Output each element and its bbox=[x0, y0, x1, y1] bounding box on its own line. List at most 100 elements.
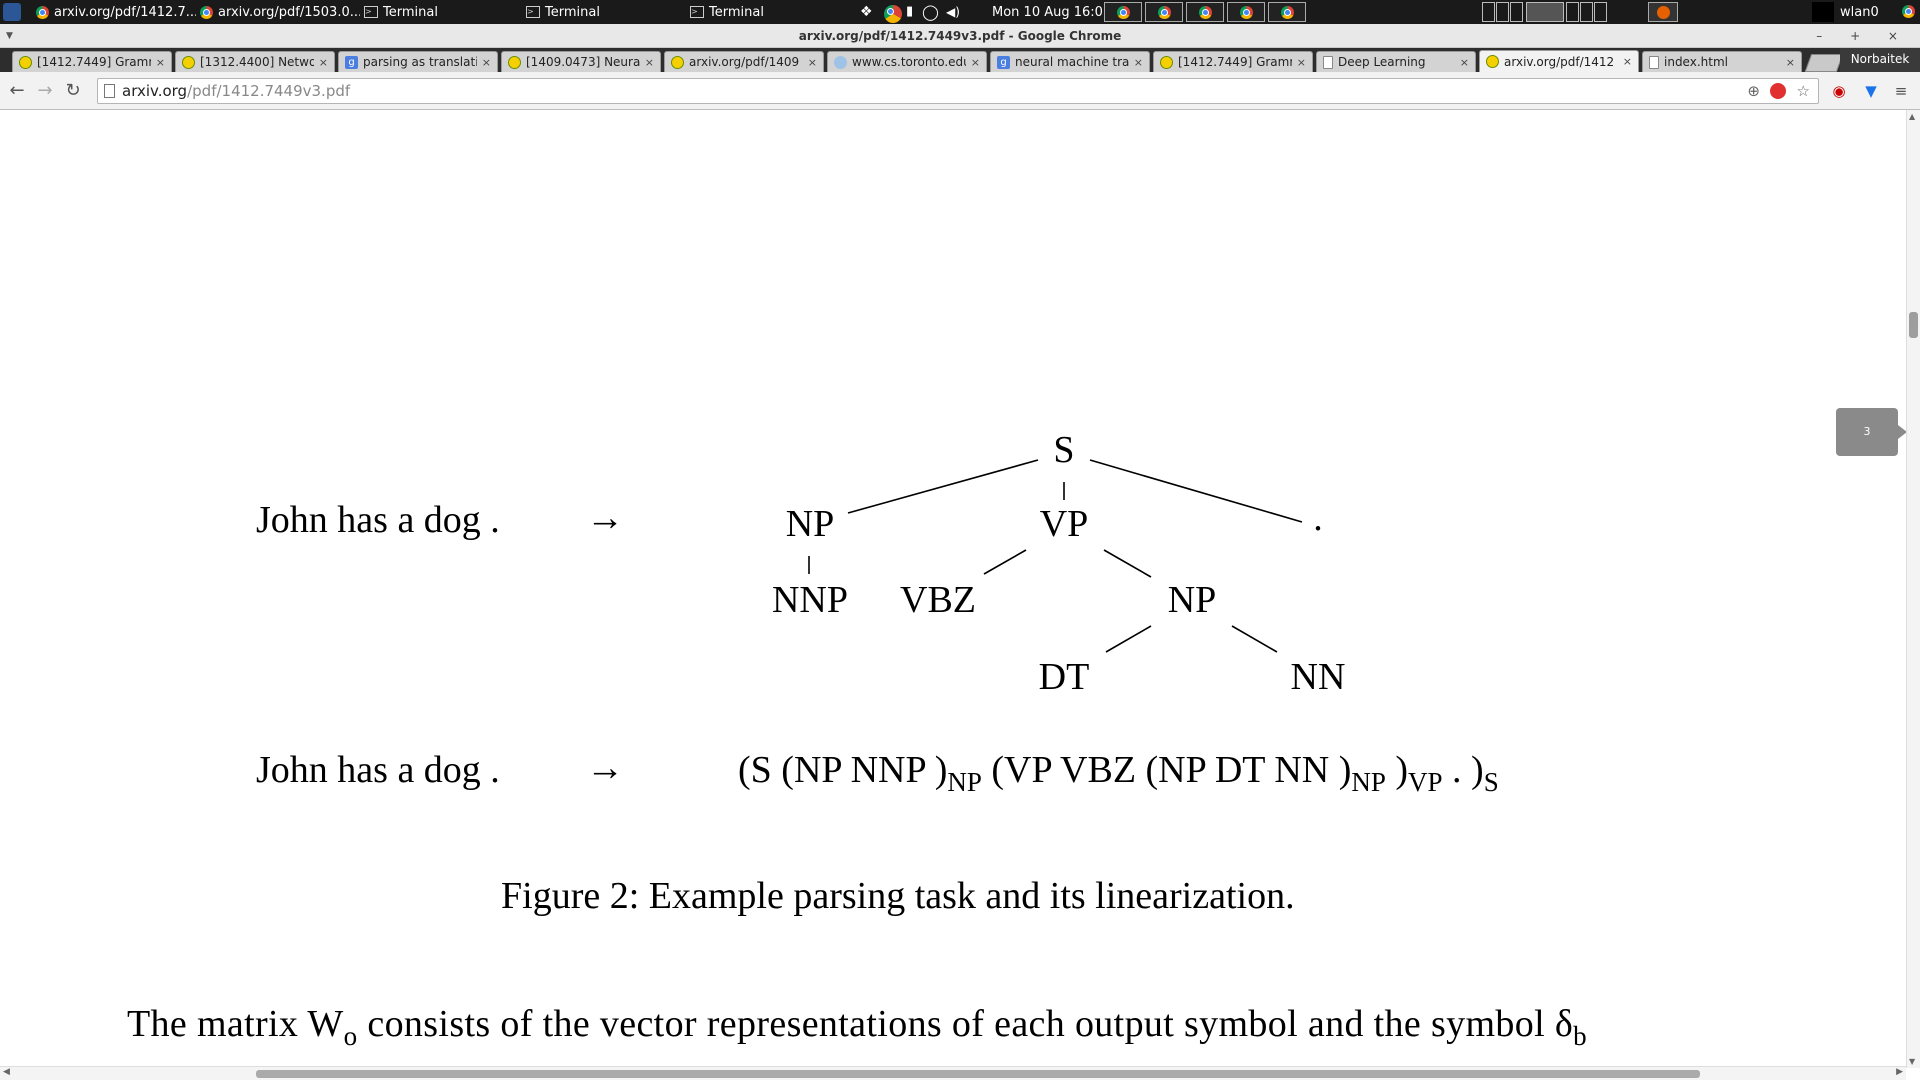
workspace-6[interactable] bbox=[1580, 2, 1593, 22]
taskbar-item-chrome-2[interactable]: arxiv.org/pdf/1503.0... bbox=[200, 0, 360, 24]
edge-vp-vbz bbox=[983, 549, 1027, 575]
taskbar-item-chrome-1[interactable]: arxiv.org/pdf/1412.7... bbox=[36, 0, 196, 24]
google-icon: g bbox=[997, 55, 1010, 69]
window-button-3[interactable] bbox=[1186, 2, 1224, 22]
vertical-scroll-thumb[interactable] bbox=[1909, 312, 1918, 338]
figure-caption: Figure 2: Example parsing task and its l… bbox=[501, 875, 1295, 917]
vertical-scrollbar[interactable]: ▲ ▼ bbox=[1906, 110, 1920, 1068]
clock[interactable]: Mon 10 Aug 16:09 bbox=[992, 4, 1102, 20]
volume-icon[interactable]: ◀) bbox=[946, 5, 960, 19]
url-text: arxiv.org/pdf/1412.7449v3.pdf bbox=[122, 82, 351, 100]
workspace-4[interactable] bbox=[1526, 2, 1564, 22]
edge-np-dt bbox=[1105, 625, 1152, 653]
tab-1312-network[interactable]: [1312.4400] Network × bbox=[175, 51, 335, 72]
scroll-right-icon[interactable]: ▶ bbox=[1896, 1067, 1903, 1077]
window-button-5[interactable] bbox=[1268, 2, 1306, 22]
page-number-indicator: 3 bbox=[1836, 408, 1906, 456]
extension-icon[interactable]: ▼ bbox=[1865, 82, 1877, 100]
tab-close-icon[interactable]: × bbox=[1296, 55, 1306, 69]
tab-close-icon[interactable]: × bbox=[1459, 55, 1469, 69]
linearized-parse: (S (NP NNP )NP (VP VBZ (NP DT NN )NP )VP… bbox=[738, 749, 1499, 797]
edge-s-period bbox=[1089, 459, 1303, 523]
terminal-icon: > bbox=[526, 6, 540, 18]
tab-close-icon[interactable]: × bbox=[318, 55, 328, 69]
tab-close-icon[interactable]: × bbox=[1785, 55, 1795, 69]
battery-icon[interactable]: ▮ bbox=[906, 4, 914, 19]
tab-cs-toronto[interactable]: www.cs.toronto.edu × bbox=[827, 51, 987, 72]
reload-icon[interactable]: ↻ bbox=[65, 80, 81, 101]
window-button-1[interactable] bbox=[1104, 2, 1142, 22]
app-launcher-icon[interactable] bbox=[3, 3, 21, 21]
tree-node-dt: DT bbox=[1038, 656, 1090, 698]
taskbar-item-terminal-2[interactable]: > Terminal bbox=[526, 4, 600, 20]
address-bar[interactable]: arxiv.org/pdf/1412.7449v3.pdf ⊕ ☆ bbox=[97, 78, 1819, 104]
window-menu-icon[interactable]: ▼ bbox=[6, 31, 13, 41]
horizontal-scroll-thumb[interactable] bbox=[256, 1070, 1700, 1078]
parse-tree-edges bbox=[808, 459, 1303, 653]
tab-arxiv-pdf-1412-active[interactable]: arxiv.org/pdf/1412 × bbox=[1479, 50, 1639, 72]
window-titlebar[interactable]: ▼ arxiv.org/pdf/1412.7449v3.pdf - Google… bbox=[0, 24, 1920, 48]
horizontal-scrollbar[interactable]: ◀ ▶ bbox=[0, 1066, 1906, 1080]
edge-np-nn bbox=[1231, 625, 1278, 653]
example-sentence-2: John has a dog . bbox=[256, 749, 500, 791]
dropbox-icon[interactable]: ❖ bbox=[860, 4, 873, 20]
scroll-left-icon[interactable]: ◀ bbox=[3, 1067, 10, 1077]
tab-close-icon[interactable]: × bbox=[807, 55, 817, 69]
arxiv-icon bbox=[1486, 55, 1499, 68]
tab-close-icon[interactable]: × bbox=[1622, 55, 1632, 68]
tab-neural-machine-translation[interactable]: g neural machine tra × bbox=[990, 51, 1150, 72]
scroll-down-icon[interactable]: ▼ bbox=[1909, 1057, 1916, 1066]
chrome-icon bbox=[1198, 5, 1212, 19]
tab-1409-neural[interactable]: [1409.0473] Neural × bbox=[501, 51, 661, 72]
tab-parsing-translation[interactable]: g parsing as translation × bbox=[338, 51, 498, 72]
chrome-icon[interactable] bbox=[1902, 5, 1915, 18]
tab-close-icon[interactable]: × bbox=[644, 55, 654, 69]
chrome-tray-icon[interactable] bbox=[884, 5, 902, 23]
tree-node-nn: NN bbox=[1290, 656, 1346, 698]
chat-icon[interactable]: ◯ bbox=[922, 3, 939, 21]
workspace-1[interactable] bbox=[1482, 2, 1495, 22]
taskbar-item-terminal-3[interactable]: > Terminal bbox=[690, 4, 764, 20]
tab-close-icon[interactable]: × bbox=[481, 55, 491, 69]
firefox-button[interactable] bbox=[1648, 2, 1678, 22]
window-button-2[interactable] bbox=[1145, 2, 1183, 22]
tree-node-vp: VP bbox=[1039, 503, 1089, 545]
workspace-5[interactable] bbox=[1566, 2, 1579, 22]
profile-button[interactable]: Norbaitek bbox=[1840, 48, 1920, 72]
network-indicator[interactable]: wlan0 bbox=[1840, 4, 1879, 20]
arrow-1: → bbox=[586, 497, 624, 539]
window-button-4[interactable] bbox=[1227, 2, 1265, 22]
menu-icon[interactable]: ≡ bbox=[1894, 82, 1908, 100]
arxiv-icon bbox=[19, 55, 32, 69]
window-controls[interactable]: – + × bbox=[1816, 29, 1910, 43]
zoom-icon[interactable]: ⊕ bbox=[1747, 82, 1760, 100]
window-title: arxiv.org/pdf/1412.7449v3.pdf - Google C… bbox=[798, 29, 1122, 43]
page-icon bbox=[104, 84, 115, 98]
adblock-icon[interactable] bbox=[1770, 83, 1786, 99]
taskbar-item-terminal-1[interactable]: > Terminal bbox=[364, 4, 438, 20]
forward-icon[interactable]: → bbox=[37, 80, 53, 101]
opera-extension-icon[interactable]: ◉ bbox=[1832, 82, 1846, 100]
workspace-3[interactable] bbox=[1510, 2, 1523, 22]
scroll-up-icon[interactable]: ▲ bbox=[1909, 112, 1916, 121]
tray-blank bbox=[1812, 2, 1834, 22]
pdf-viewer[interactable]: John has a dog . → S NP VP . NNP VBZ NP … bbox=[0, 110, 1906, 1068]
arxiv-icon bbox=[182, 55, 195, 69]
tab-arxiv-pdf-1409[interactable]: arxiv.org/pdf/1409 × bbox=[664, 51, 824, 72]
tab-1412-grammar-2[interactable]: [1412.7449] Gramm × bbox=[1153, 51, 1313, 72]
tab-1412-grammar[interactable]: [1412.7449] Grammar × bbox=[12, 51, 172, 72]
arxiv-icon bbox=[508, 55, 521, 69]
workspace-2[interactable] bbox=[1496, 2, 1509, 22]
edge-vp-np bbox=[1103, 549, 1152, 578]
tab-deep-learning[interactable]: Deep Learning × bbox=[1316, 51, 1476, 72]
tab-index-html[interactable]: index.html × bbox=[1642, 51, 1802, 72]
new-tab-button[interactable] bbox=[1804, 54, 1844, 72]
tree-node-period: . bbox=[1313, 497, 1323, 539]
tab-close-icon[interactable]: × bbox=[1133, 55, 1143, 69]
tab-close-icon[interactable]: × bbox=[970, 55, 980, 69]
bookmark-star-icon[interactable]: ☆ bbox=[1796, 82, 1810, 100]
example-sentence-1: John has a dog . bbox=[256, 499, 500, 541]
tab-close-icon[interactable]: × bbox=[155, 55, 165, 69]
back-icon[interactable]: ← bbox=[9, 80, 25, 101]
workspace-7[interactable] bbox=[1594, 2, 1607, 22]
